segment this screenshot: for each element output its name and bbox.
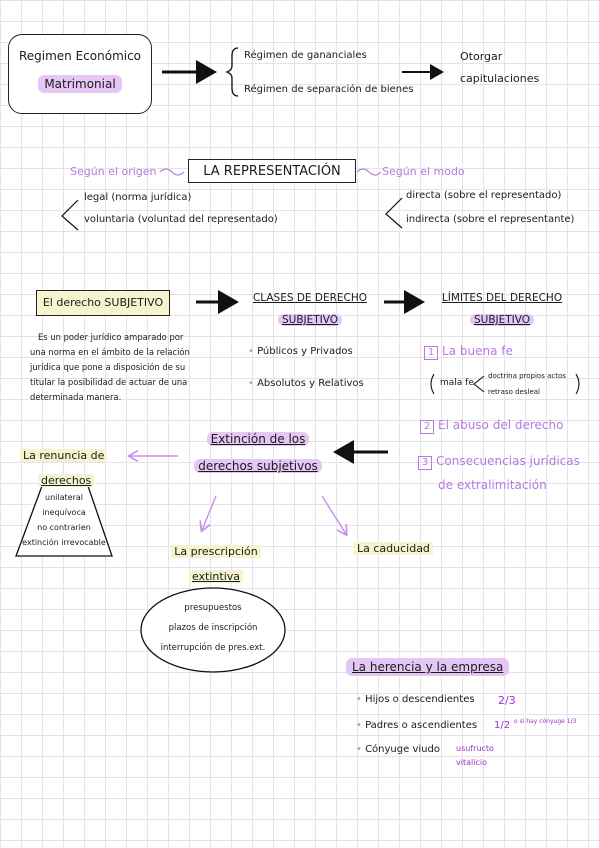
prescripcion-heading: La prescripción extintiva [166, 540, 266, 584]
extincion-heading: Extinción de los derechos subjetivos [188, 428, 328, 474]
brace-regimen [225, 47, 239, 97]
representacion-origin-label: Según el origen [70, 165, 157, 178]
herencia-item-padres: Padres o ascendientes [356, 720, 477, 731]
prescripcion-item: interrupción de pres.ext. [160, 643, 266, 653]
derecho-title: El derecho SUBJETIVO [42, 296, 164, 309]
oval-prescripcion [140, 587, 286, 673]
derecho-definition: Es un poder jurídico amparado por una no… [30, 330, 190, 405]
renuncia-heading: La renuncia de derechos [20, 444, 108, 488]
extincion-title-1: Extinción de los [206, 432, 310, 446]
prescripcion-title-2: extintiva [188, 570, 244, 583]
number-box-2: 2 [420, 420, 434, 434]
caducidad-label: La caducidad [354, 542, 433, 555]
origin-item-voluntaria: voluntaria (voluntad del representado) [84, 214, 278, 225]
definition-line: titular la posibilidad de actuar de una [30, 377, 188, 387]
mode-item-indirecta: indirecta (sobre el representante) [406, 214, 575, 225]
herencia-note-padres: o si hay cónyuge 1/3 [514, 718, 577, 725]
clases-item-publicos: Públicos y Privados [248, 346, 353, 357]
derecho-title-box: El derecho SUBJETIVO [36, 290, 170, 316]
prescripcion-item: plazos de inscripción [168, 623, 258, 633]
representacion-title: LA REPRESENTACIÓN [203, 164, 341, 179]
limites-heading: LÍMITES DEL DERECHO SUBJETIVO [426, 292, 578, 327]
regimen-result-1: Otorgar [460, 50, 503, 63]
herencia-share-hijos: 2/3 [498, 694, 516, 707]
limites-title-2: SUBJETIVO [469, 314, 535, 326]
origin-item-legal: legal (norma jurídica) [84, 192, 192, 203]
angle-origin [61, 199, 79, 231]
arrow-to-caducidad [321, 495, 346, 534]
regimen-option-2: Régimen de separación de bienes [244, 84, 414, 95]
mala-fe-label: mala fe [440, 378, 474, 388]
herencia-item-hijos: Hijos o descendientes [356, 694, 474, 705]
definition-line: Es un poder jurídico amparado por [38, 332, 184, 342]
limites-title-1: LÍMITES DEL DERECHO [441, 292, 563, 304]
renuncia-trait: inequívoca [42, 508, 86, 517]
regimen-result-2: capitulaciones [460, 72, 540, 85]
regimen-title-2: Matrimonial [38, 75, 122, 93]
prescripcion-item: presupuestos [184, 603, 242, 613]
prescripcion-items: presupuestos plazos de inscripción inter… [146, 598, 280, 658]
arrow-to-prescripcion [202, 495, 217, 530]
definition-line: jurídica que pone a disposición de su [30, 362, 186, 372]
clases-item-absolutos: Absolutos y Relativos [248, 378, 364, 389]
limites-item-2-label: El abuso del derecho [438, 418, 564, 432]
squiggle-right [356, 168, 382, 176]
limites-item-2: 2 El abuso del derecho [420, 418, 563, 434]
renuncia-trait: extinción irrevocable [22, 538, 106, 547]
definition-line: una norma en el ámbito de la relación [30, 347, 190, 357]
renuncia-traits: unilateral inequívoca no contrarien exti… [16, 490, 112, 550]
herencia-item-conyuge: Cónyuge viudo [356, 744, 440, 755]
limites-item-3-label-2: de extralimitación [438, 478, 547, 492]
limites-item-3: 3 Consecuencias jurídicas [418, 454, 580, 470]
angle-mode [385, 197, 403, 229]
renuncia-trait: unilateral [45, 493, 83, 502]
bracket-mala-fe-left [430, 373, 435, 395]
limites-item-3-label: Consecuencias jurídicas [436, 454, 580, 468]
regimen-title-1: Regimen Económico [18, 49, 142, 63]
limites-item-1: 1 La buena fe [424, 344, 513, 360]
number-box-3: 3 [418, 456, 432, 470]
bracket-mala-fe-right [575, 373, 580, 395]
extincion-title-2: derechos subjetivos [194, 459, 322, 473]
herencia-share-conyuge: usufructo [456, 744, 494, 753]
clases-heading: CLASES DE DERECHO SUBJETIVO [240, 292, 380, 327]
herencia-title: La herencia y la empresa [346, 658, 510, 676]
mala-fe-option-2: retraso desleal [488, 388, 540, 396]
representacion-title-box: LA REPRESENTACIÓN [188, 159, 356, 183]
angle-mala-fe [473, 375, 485, 393]
herencia-share-padres: 1/2 [494, 720, 511, 731]
mala-fe-option-1: doctrina propios actos [488, 372, 566, 380]
representacion-mode-label: Según el modo [382, 165, 465, 178]
limites-item-1-label: La buena fe [442, 344, 513, 358]
renuncia-trait: no contrarien [37, 523, 91, 532]
prescripcion-title-1: La prescripción [171, 545, 261, 558]
clases-title-2: SUBJETIVO [277, 314, 343, 326]
renuncia-title-1: La renuncia de [20, 449, 108, 462]
herencia-note-conyuge: vitalicio [456, 758, 487, 767]
number-box-1: 1 [424, 346, 438, 360]
mode-item-directa: directa (sobre el representado) [406, 190, 562, 201]
regimen-option-1: Régimen de gananciales [244, 50, 367, 61]
clases-title-1: CLASES DE DERECHO [252, 292, 368, 304]
renuncia-title-2: derechos [38, 474, 95, 487]
regimen-box: Regimen Económico Matrimonial [8, 34, 152, 114]
definition-line: determinada manera. [30, 392, 122, 402]
squiggle-left [159, 168, 185, 176]
